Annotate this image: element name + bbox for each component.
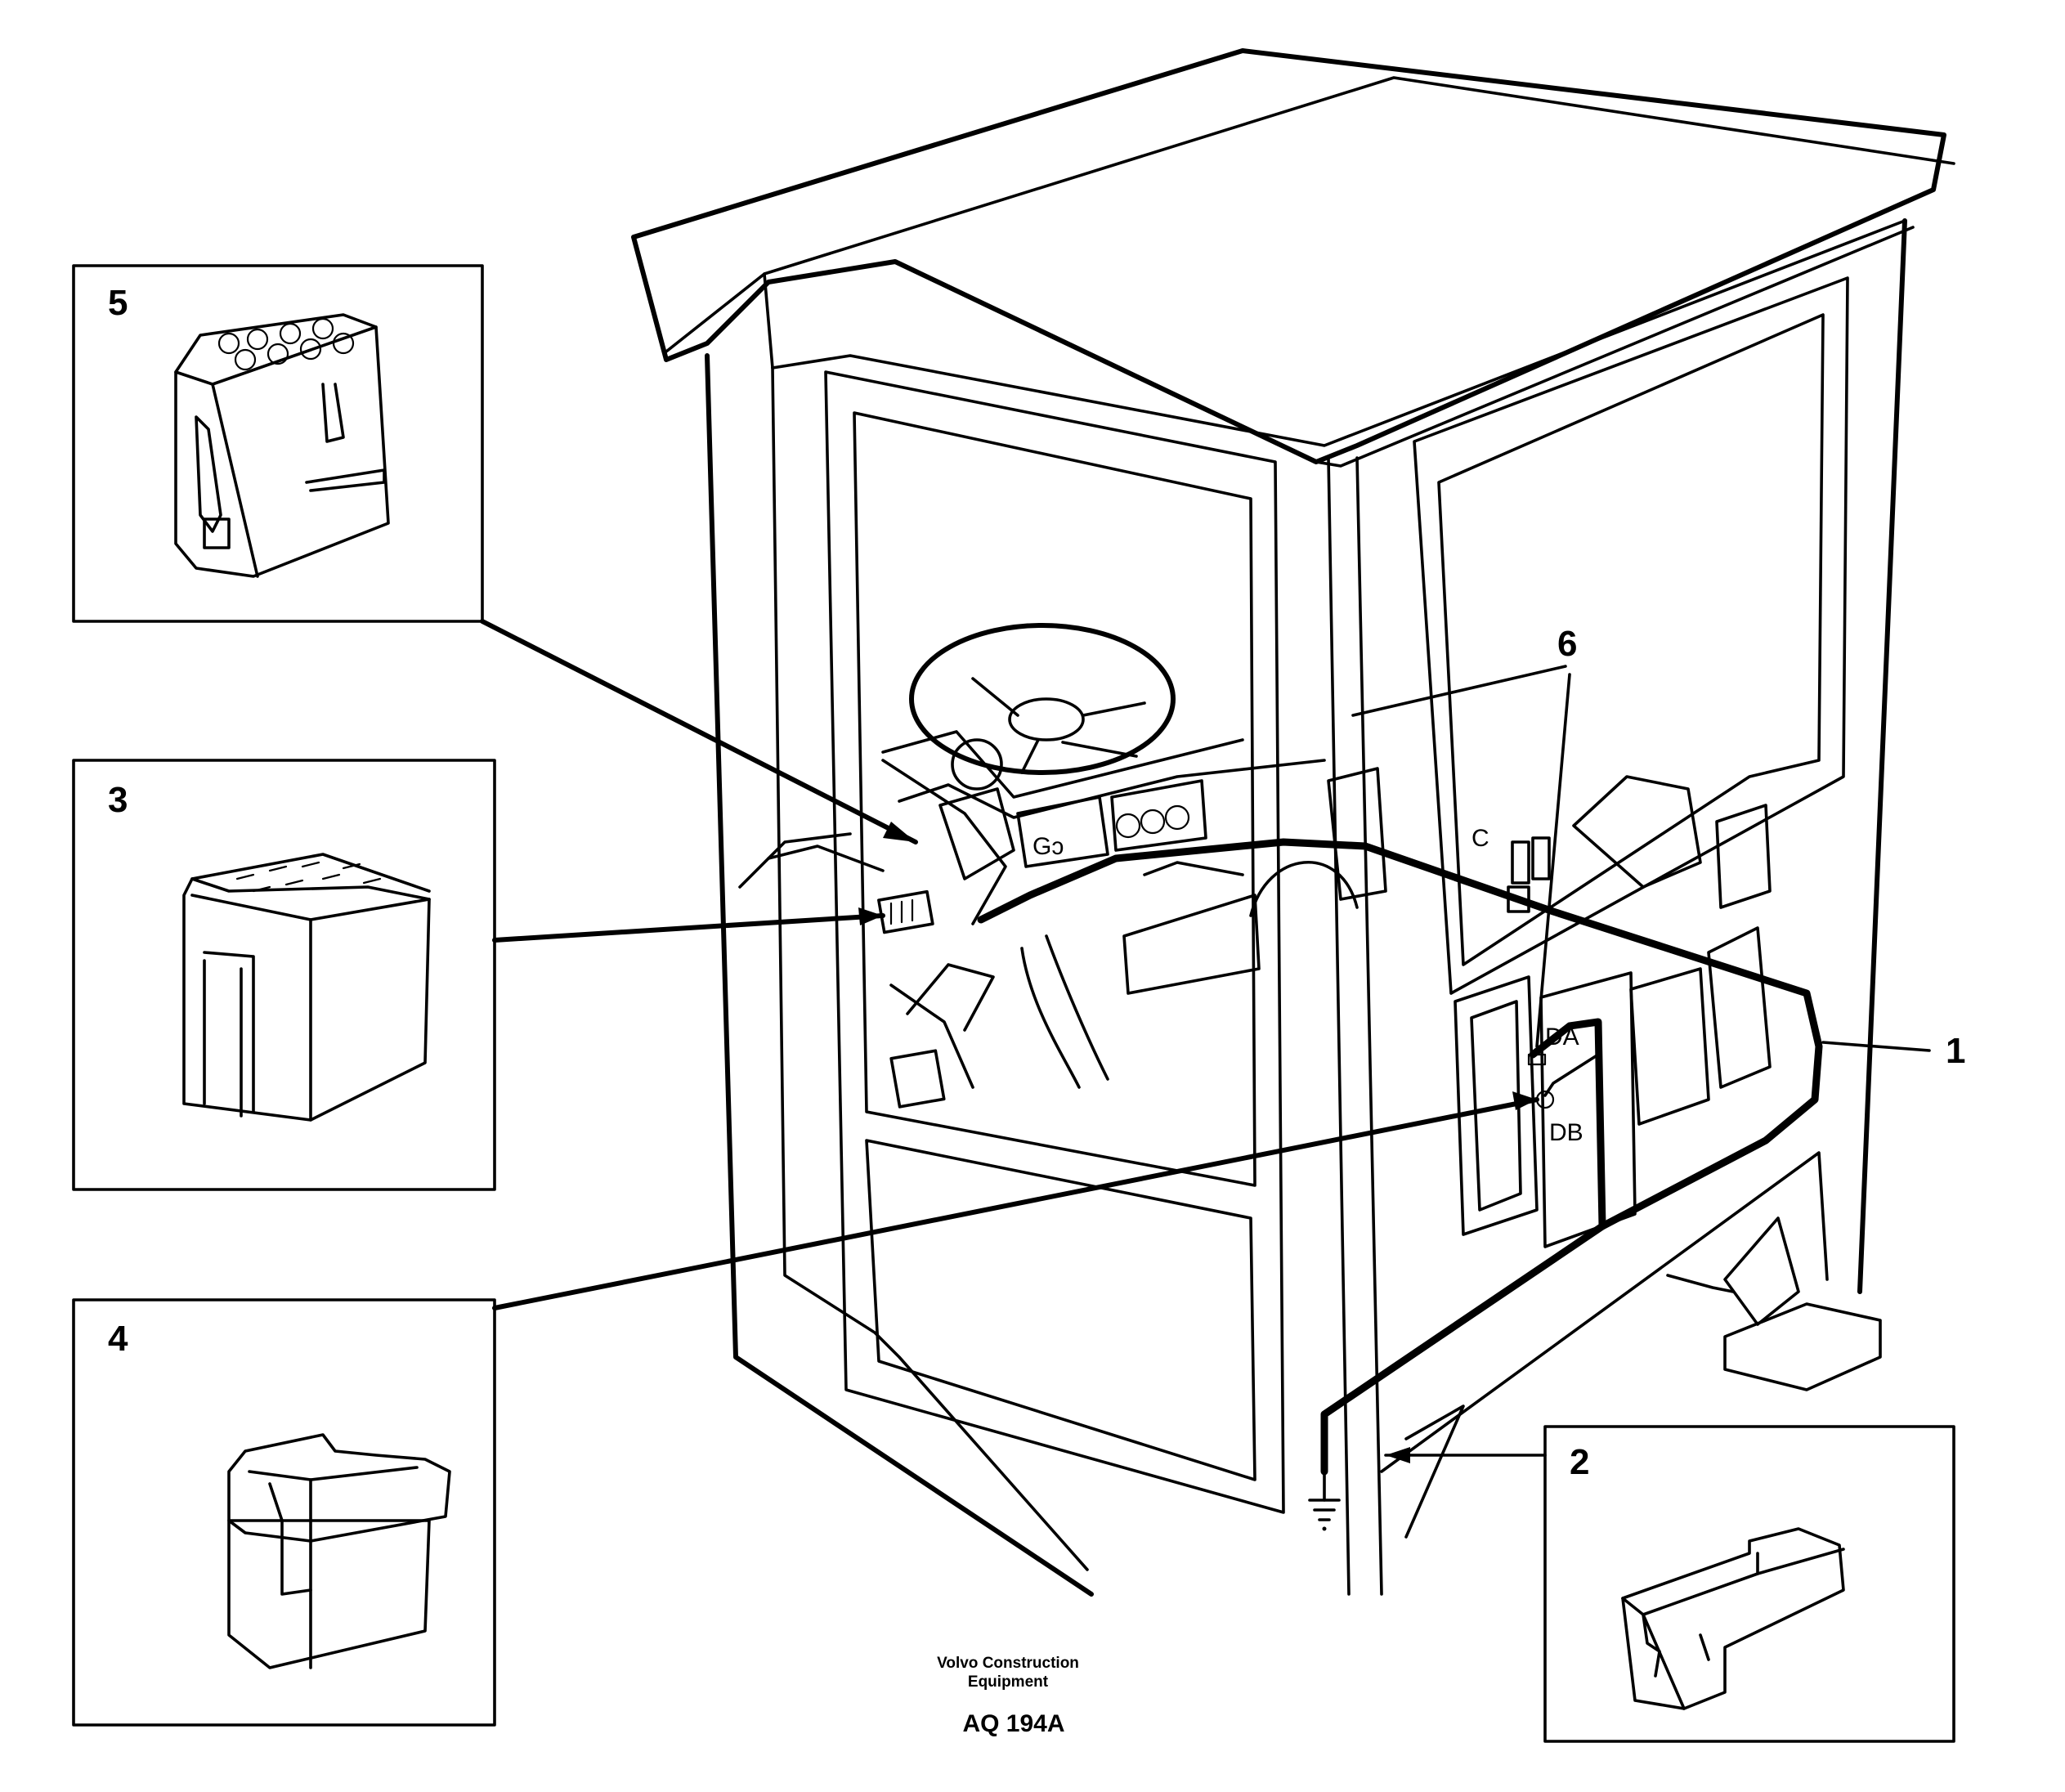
main-harness xyxy=(977,838,1823,1476)
ground-icon xyxy=(1308,1470,1341,1531)
callout-3-number: 3 xyxy=(108,780,128,820)
steering-wheel xyxy=(909,623,1176,775)
figure-code: AQ 194A xyxy=(962,1710,1064,1737)
connector-2-icon xyxy=(1621,1527,1845,1710)
footer-line-2: Equipment xyxy=(968,1673,1049,1691)
side-console: C DA DB xyxy=(1249,767,1772,1248)
callout-1-number: 1 xyxy=(1946,1031,1965,1071)
callout-box-2: 2 xyxy=(1543,1425,1955,1743)
callout-4-number: 4 xyxy=(108,1319,128,1359)
callout-2-number: 2 xyxy=(1570,1442,1589,1482)
footer: Volvo Construction Equipment AQ 194A xyxy=(937,1655,1079,1737)
callout-6-number: 6 xyxy=(1557,624,1577,664)
callout-box-3: 3 xyxy=(72,759,496,1191)
dashboard: Gɔ xyxy=(738,730,1326,1109)
callout-box-4: 4 xyxy=(72,1298,496,1727)
db-mark: DB xyxy=(1549,1119,1583,1146)
leader-lines xyxy=(480,619,1931,1463)
connector-3-icon xyxy=(182,853,431,1122)
connector-5-icon xyxy=(174,313,390,578)
base-frame xyxy=(1380,1151,1882,1539)
connector-4-icon xyxy=(227,1433,451,1669)
callout-5-number: 5 xyxy=(108,283,128,323)
console-c-mark: C xyxy=(1471,825,1489,852)
footer-line-1: Volvo Construction xyxy=(937,1655,1079,1672)
cab-roof xyxy=(631,48,1955,468)
callout-box-5: 5 xyxy=(72,264,484,623)
cab-body xyxy=(705,218,1907,1597)
gauge-label: Gɔ xyxy=(1032,833,1064,860)
